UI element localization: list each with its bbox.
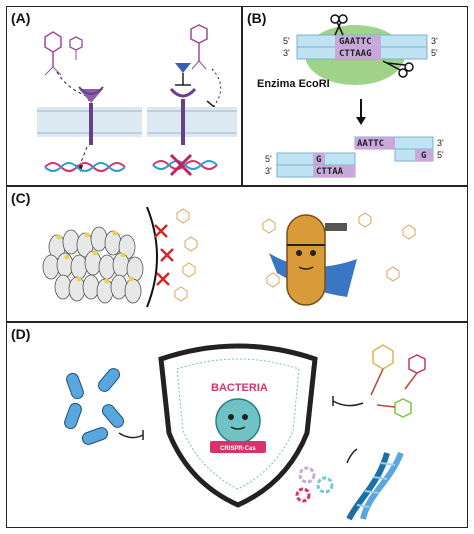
shield-subtitle: CRISPR-Cas [220,446,256,452]
prime-label: 5' [431,48,438,58]
bacteria-cluster [64,368,124,445]
plasmid-icon [295,466,334,503]
panel-a-label: (A) [11,10,31,26]
panel-c-label: (C) [11,190,31,206]
prime-label: 5' [437,150,444,160]
panel-b: (B) 5' 3' 3' 5' GAATTC CTTAAG Enzima Eco… [242,6,468,186]
prime-label: 3' [283,48,290,58]
phage-icon [262,212,416,288]
prime-label: 3' [265,166,272,176]
blaster-icon [325,223,347,231]
prime-label: 3' [437,138,444,148]
panel-c-illustration [42,206,416,308]
phage-icon [372,344,426,418]
barrier-line [146,206,158,308]
panel-d: (D) BACTERIA CRISPR-Cas [6,322,468,528]
hero-bacterium [269,214,357,306]
red-x-icon [154,224,174,286]
phage-icon [190,24,208,70]
panel-b-label: (B) [247,10,267,26]
panel-a: (A) [6,6,242,186]
prime-label: 5' [265,154,272,164]
bottom-strand-sequence: CTTAAG [339,49,372,59]
cut-top-sequence: AATTC [357,139,384,149]
red-x-icon [169,153,193,177]
phage-icon [44,31,62,76]
crispr-bacterium-icon [215,398,261,444]
panel-b-illustration: 5' 3' 3' 5' GAATTC CTTAAG Enzima EcoRI A… [257,14,444,178]
phage-icon [69,36,83,60]
panel-d-illustration: BACTERIA CRISPR-Cas [64,343,426,521]
dna-helix-icon [346,451,404,521]
panel-d-label: (D) [11,326,31,342]
scissors-icon [330,14,348,36]
dna-helix-icon [44,162,126,172]
enzyme-name: Enzima EcoRI [257,78,330,90]
blocker-icon [175,63,191,73]
cut-bottom-sequence: CTTAA [316,167,344,177]
scissors-icon [382,60,414,78]
phage-icon [174,208,198,302]
cut-g-top: G [421,151,426,161]
crispr-banner [210,441,266,453]
cut-g-left: G [316,155,321,165]
panel-a-illustration [37,24,237,177]
biofilm-cluster [42,226,144,304]
prime-label: 5' [283,36,290,46]
panel-c: (C) [6,186,468,322]
prime-label: 3' [431,36,438,46]
shield-title: BACTERIA [211,382,268,394]
top-strand-sequence: GAATTC [339,37,372,47]
